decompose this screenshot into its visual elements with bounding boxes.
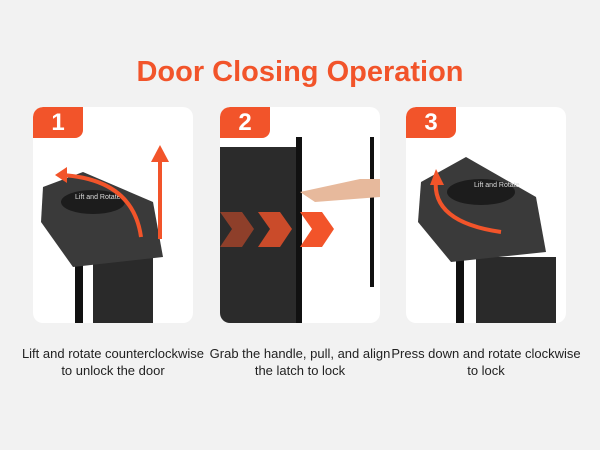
step-card-3: 3 Lift and Rotate — [406, 107, 566, 323]
step-number-badge: 1 — [33, 107, 83, 138]
page-title: Door Closing Operation — [136, 56, 464, 88]
latch-lift-rotate-image: Lift and Rotate — [41, 145, 169, 323]
pull-handle-image — [220, 137, 380, 323]
knob-label: Lift and Rotate — [474, 182, 520, 189]
rotate-arrow-icon — [433, 178, 502, 234]
chevron-arrow-icon — [258, 212, 292, 247]
step-3-caption: Press down and rotate clockwise to lock — [391, 346, 581, 378]
step-2-caption: Grab the handle, pull, and align the lat… — [209, 346, 391, 378]
knob-label: Lift and Rotate — [75, 194, 121, 201]
step-number-badge: 2 — [220, 107, 270, 138]
up-arrow-icon — [158, 159, 162, 239]
chevron-arrow-icon — [220, 212, 254, 247]
chevron-arrow-icon — [300, 212, 334, 247]
latch-press-rotate-image: Lift and Rotate — [418, 157, 556, 323]
rotate-arrow-icon — [60, 173, 143, 238]
step-card-2: 2 — [220, 107, 380, 323]
step-number-badge: 3 — [406, 107, 456, 138]
step-card-1: 1 Lift and Rotate — [33, 107, 193, 323]
step-1-caption: Lift and rotate counterclockwise to unlo… — [21, 346, 205, 378]
